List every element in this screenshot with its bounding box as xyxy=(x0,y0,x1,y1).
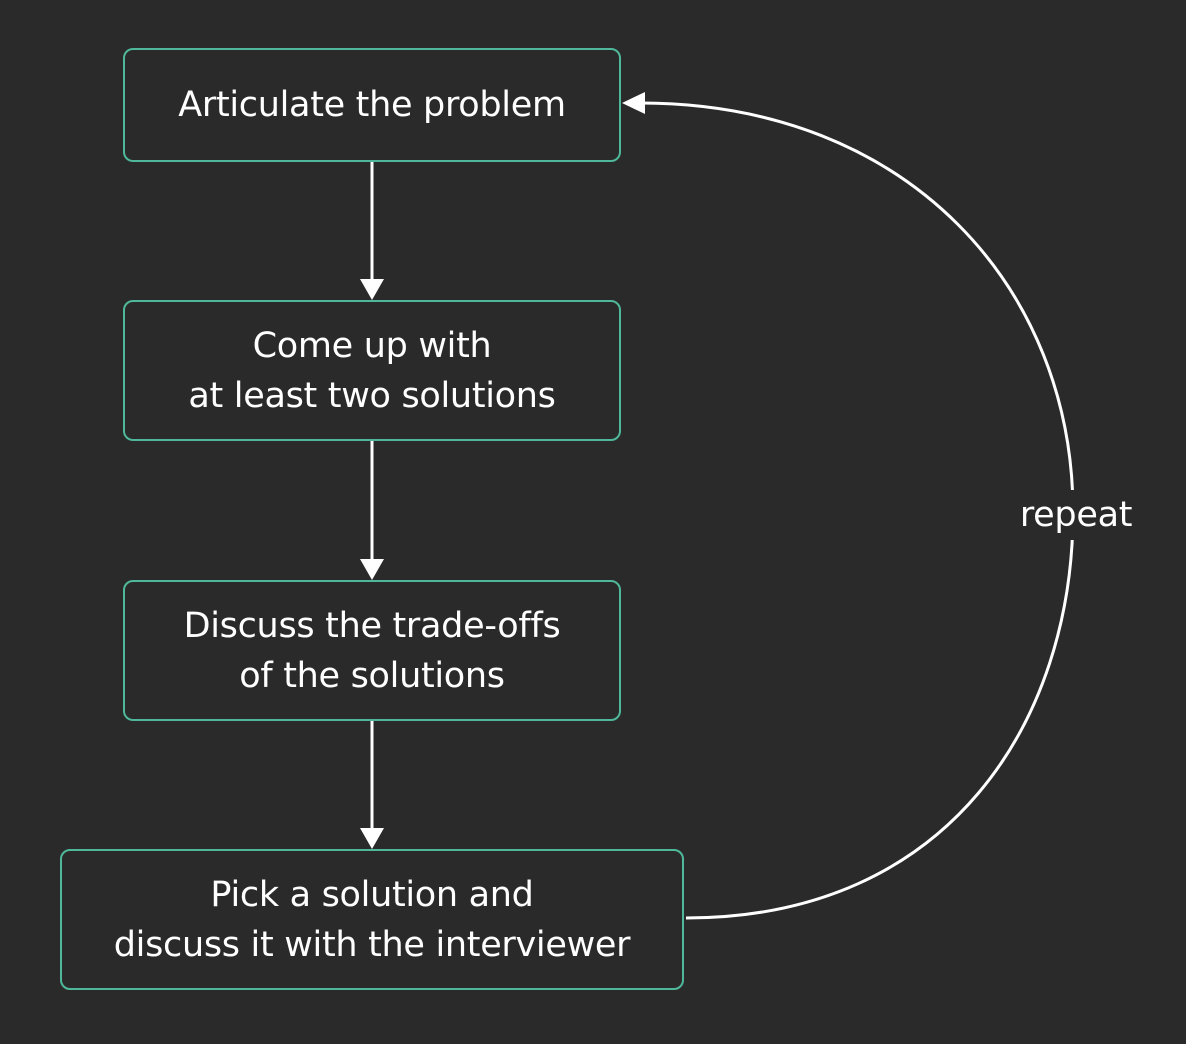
step-2-line-2: at least two solutions xyxy=(188,375,556,416)
arrowhead-3-4 xyxy=(360,828,384,849)
repeat-loop-arrowhead xyxy=(622,92,645,114)
step-2-line-1: Come up with xyxy=(252,325,492,366)
step-articulate-problem: Articulate the problem xyxy=(123,48,621,162)
arrowhead-2-3 xyxy=(360,559,384,580)
repeat-label: repeat xyxy=(1004,490,1148,540)
step-1-line-1: Articulate the problem xyxy=(178,85,566,125)
step-come-up-with-solutions: Come up with at least two solutions xyxy=(123,300,621,441)
arrowhead-1-2 xyxy=(360,279,384,300)
step-discuss-trade-offs: Discuss the trade-offs of the solutions xyxy=(123,580,621,721)
step-pick-solution: Pick a solution and discuss it with the … xyxy=(60,849,684,990)
step-4-line-1: Pick a solution and xyxy=(210,874,534,915)
step-4-line-2: discuss it with the interviewer xyxy=(113,924,631,965)
step-3-line-1: Discuss the trade-offs xyxy=(183,605,561,646)
step-3-line-2: of the solutions xyxy=(239,655,505,696)
